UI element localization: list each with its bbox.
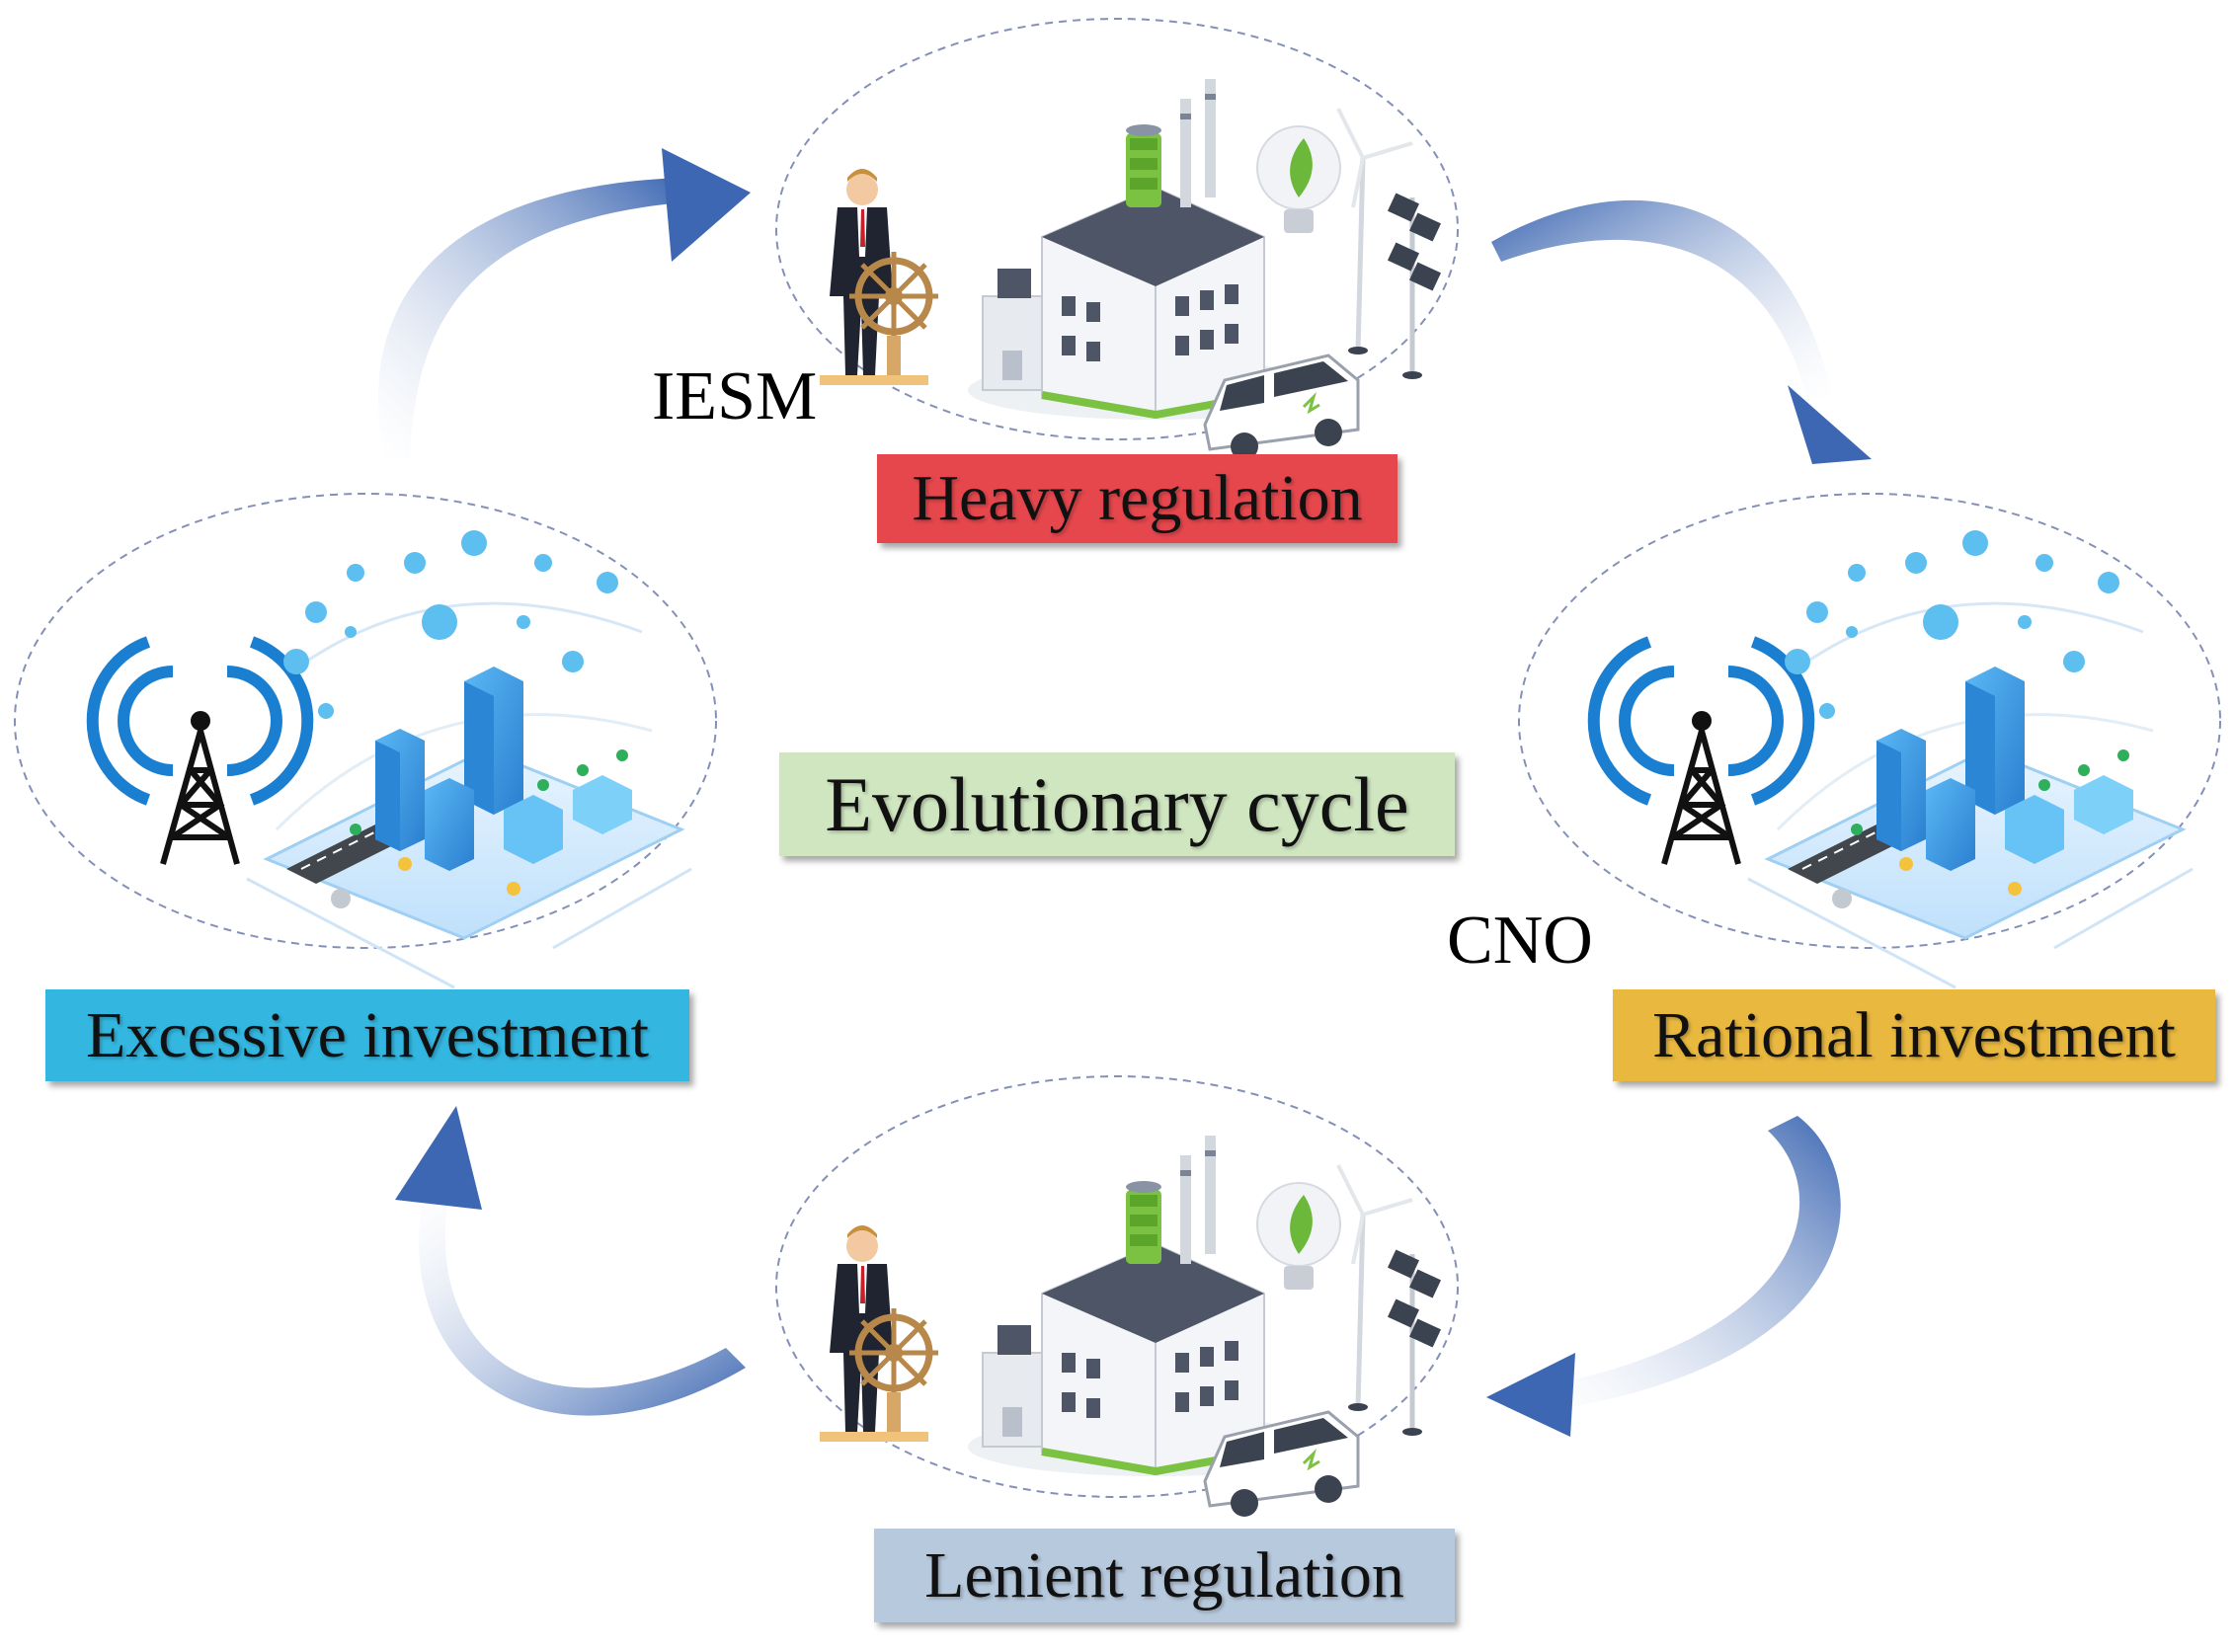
arrow-right-to-bottom xyxy=(1486,1116,1841,1437)
excessive-investment-label: Excessive investment xyxy=(45,989,689,1081)
arrow-top-to-right xyxy=(1491,199,1872,464)
cno-label: CNO xyxy=(1447,903,1593,979)
evolutionary-cycle-label: Evolutionary cycle xyxy=(779,752,1455,856)
lenient-regulation-label: Lenient regulation xyxy=(874,1529,1455,1622)
arrow-bottom-to-left xyxy=(395,1106,746,1416)
rational-investment-label: Rational investment xyxy=(1613,989,2215,1081)
heavy-regulation-label: Heavy regulation xyxy=(877,454,1397,543)
arrow-left-to-top xyxy=(377,148,751,459)
iesm-label: IESM xyxy=(652,358,818,434)
